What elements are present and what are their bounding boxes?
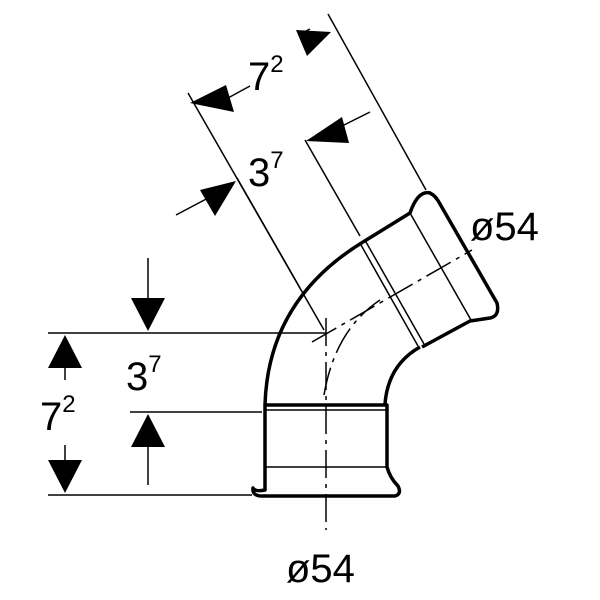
- bend-axis: [323, 299, 381, 396]
- dim-diameter-angled: ø54: [470, 205, 539, 249]
- bottom-socket: [251, 403, 402, 498]
- arrow-icon: [296, 30, 331, 56]
- arrow-icon: [306, 117, 349, 143]
- dim-overall-angled: 72: [248, 51, 284, 99]
- arrow-up-icon: [48, 335, 82, 368]
- arrow-icon: [190, 85, 234, 112]
- inner-bend: [383, 345, 421, 405]
- dim-overall-vertical: 72: [40, 391, 76, 439]
- arrow-up-icon: [131, 414, 165, 447]
- dim-insertion-vertical: 37: [126, 351, 162, 399]
- arrow-icon: [200, 181, 236, 216]
- dimension-arrows: [48, 30, 349, 493]
- dim-insertion-angled: 37: [248, 147, 284, 195]
- angled-axis: [311, 249, 473, 343]
- arrow-down-icon: [131, 298, 165, 331]
- dim-diameter-bottom: ø54: [286, 547, 355, 591]
- outer-bend: [263, 240, 364, 406]
- dimension-lines: [48, 13, 427, 496]
- arrow-down-icon: [48, 460, 82, 493]
- angled-socket: [362, 190, 500, 349]
- elbow-fitting: [251, 190, 500, 498]
